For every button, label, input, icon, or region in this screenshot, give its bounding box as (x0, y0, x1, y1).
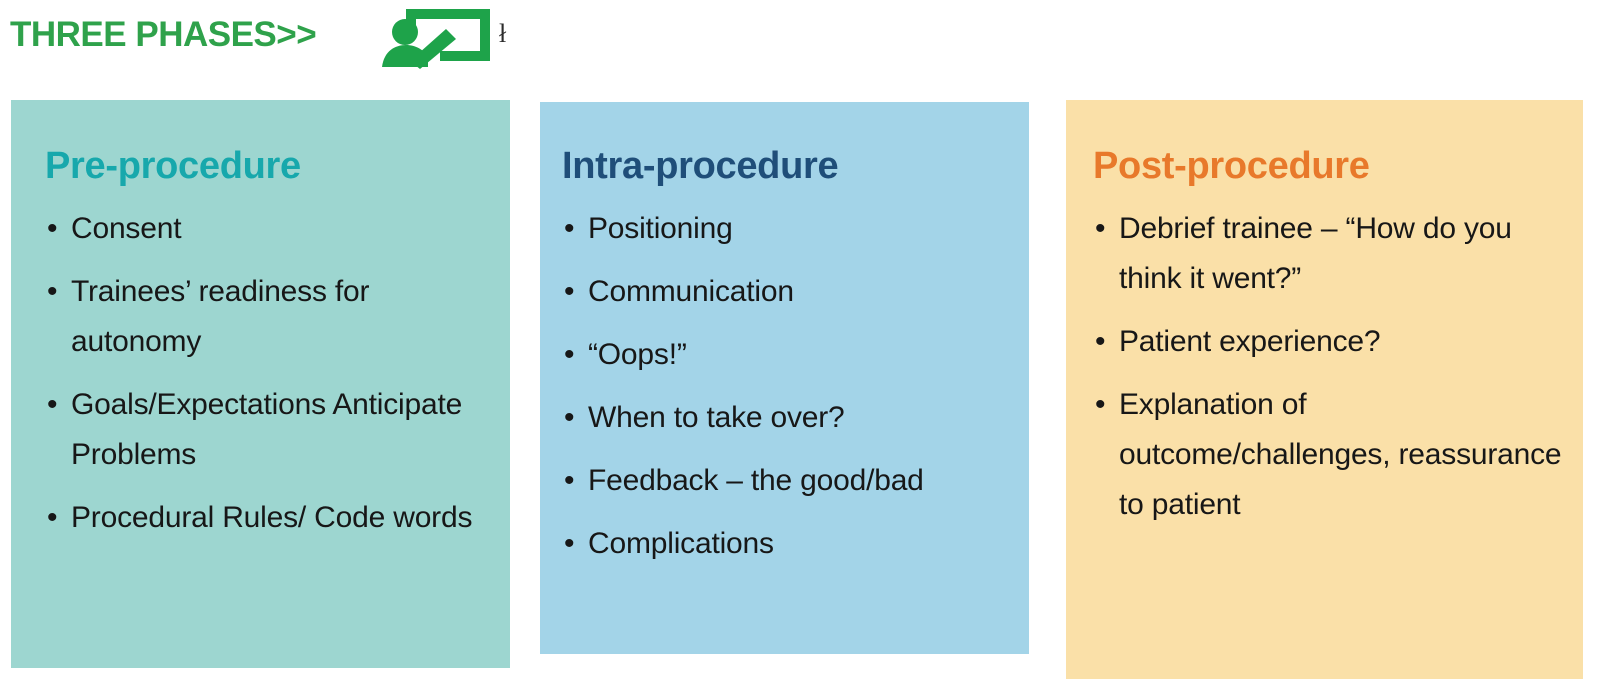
phase-title-post-procedure: Post-procedure (1093, 145, 1370, 187)
list-item: Communication (562, 267, 1015, 317)
list-item: “Oops!” (562, 330, 1015, 380)
list-item: Positioning (562, 204, 1015, 254)
phase-bullet-list-intra-procedure: Positioning Communication “Oops!” When t… (562, 204, 1015, 569)
list-item: Patient experience? (1093, 317, 1573, 367)
text-artifact-glyph: ł (499, 21, 507, 47)
list-item: When to take over? (562, 393, 1015, 443)
phase-bullet-list-post-procedure: Debrief trainee – “How do you think it w… (1093, 204, 1573, 530)
list-item: Procedural Rules/ Code words (45, 493, 488, 543)
teacher-presentation-icon (372, 5, 496, 69)
slide-header: THREE PHASES>> ł (0, 0, 1600, 96)
list-item: Explanation of outcome/challenges, reass… (1093, 380, 1573, 530)
phase-card-intra-procedure: Intra-procedure Positioning Communicatio… (540, 102, 1029, 654)
list-item: Goals/Expectations Anticipate Problems (45, 380, 488, 480)
phase-title-pre-procedure: Pre-procedure (45, 145, 301, 187)
phase-card-post-procedure: Post-procedure Debrief trainee – “How do… (1066, 100, 1583, 679)
list-item: Complications (562, 519, 1015, 569)
list-item: Consent (45, 204, 488, 254)
phase-card-pre-procedure: Pre-procedure Consent Trainees’ readines… (11, 100, 510, 668)
phase-bullet-list-pre-procedure: Consent Trainees’ readiness for autonomy… (45, 204, 488, 543)
list-item: Debrief trainee – “How do you think it w… (1093, 204, 1573, 304)
list-item: Feedback – the good/bad (562, 456, 1015, 506)
list-item: Trainees’ readiness for autonomy (45, 267, 488, 367)
page-title: THREE PHASES>> (10, 15, 317, 54)
phase-title-intra-procedure: Intra-procedure (562, 145, 839, 187)
